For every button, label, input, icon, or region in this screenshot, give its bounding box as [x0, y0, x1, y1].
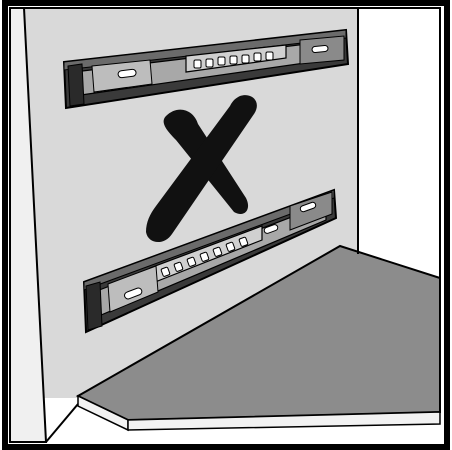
top-rail-square-hole: [242, 55, 249, 63]
top-rail-square-hole: [230, 56, 237, 64]
cabinet-back-area: [358, 8, 440, 280]
bottom-rail-front-bracket: [86, 282, 102, 330]
top-rail-slot-hole: [118, 69, 137, 78]
top-rail-square-hole: [206, 59, 213, 67]
top-rail-slot-hole: [312, 45, 329, 53]
top-rail-square-hole: [266, 52, 273, 60]
top-rail-square-hole: [254, 53, 261, 61]
top-rail-front-bracket: [68, 64, 84, 106]
top-rail-square-hole: [194, 60, 201, 68]
top-rail-square-hole: [218, 57, 225, 65]
